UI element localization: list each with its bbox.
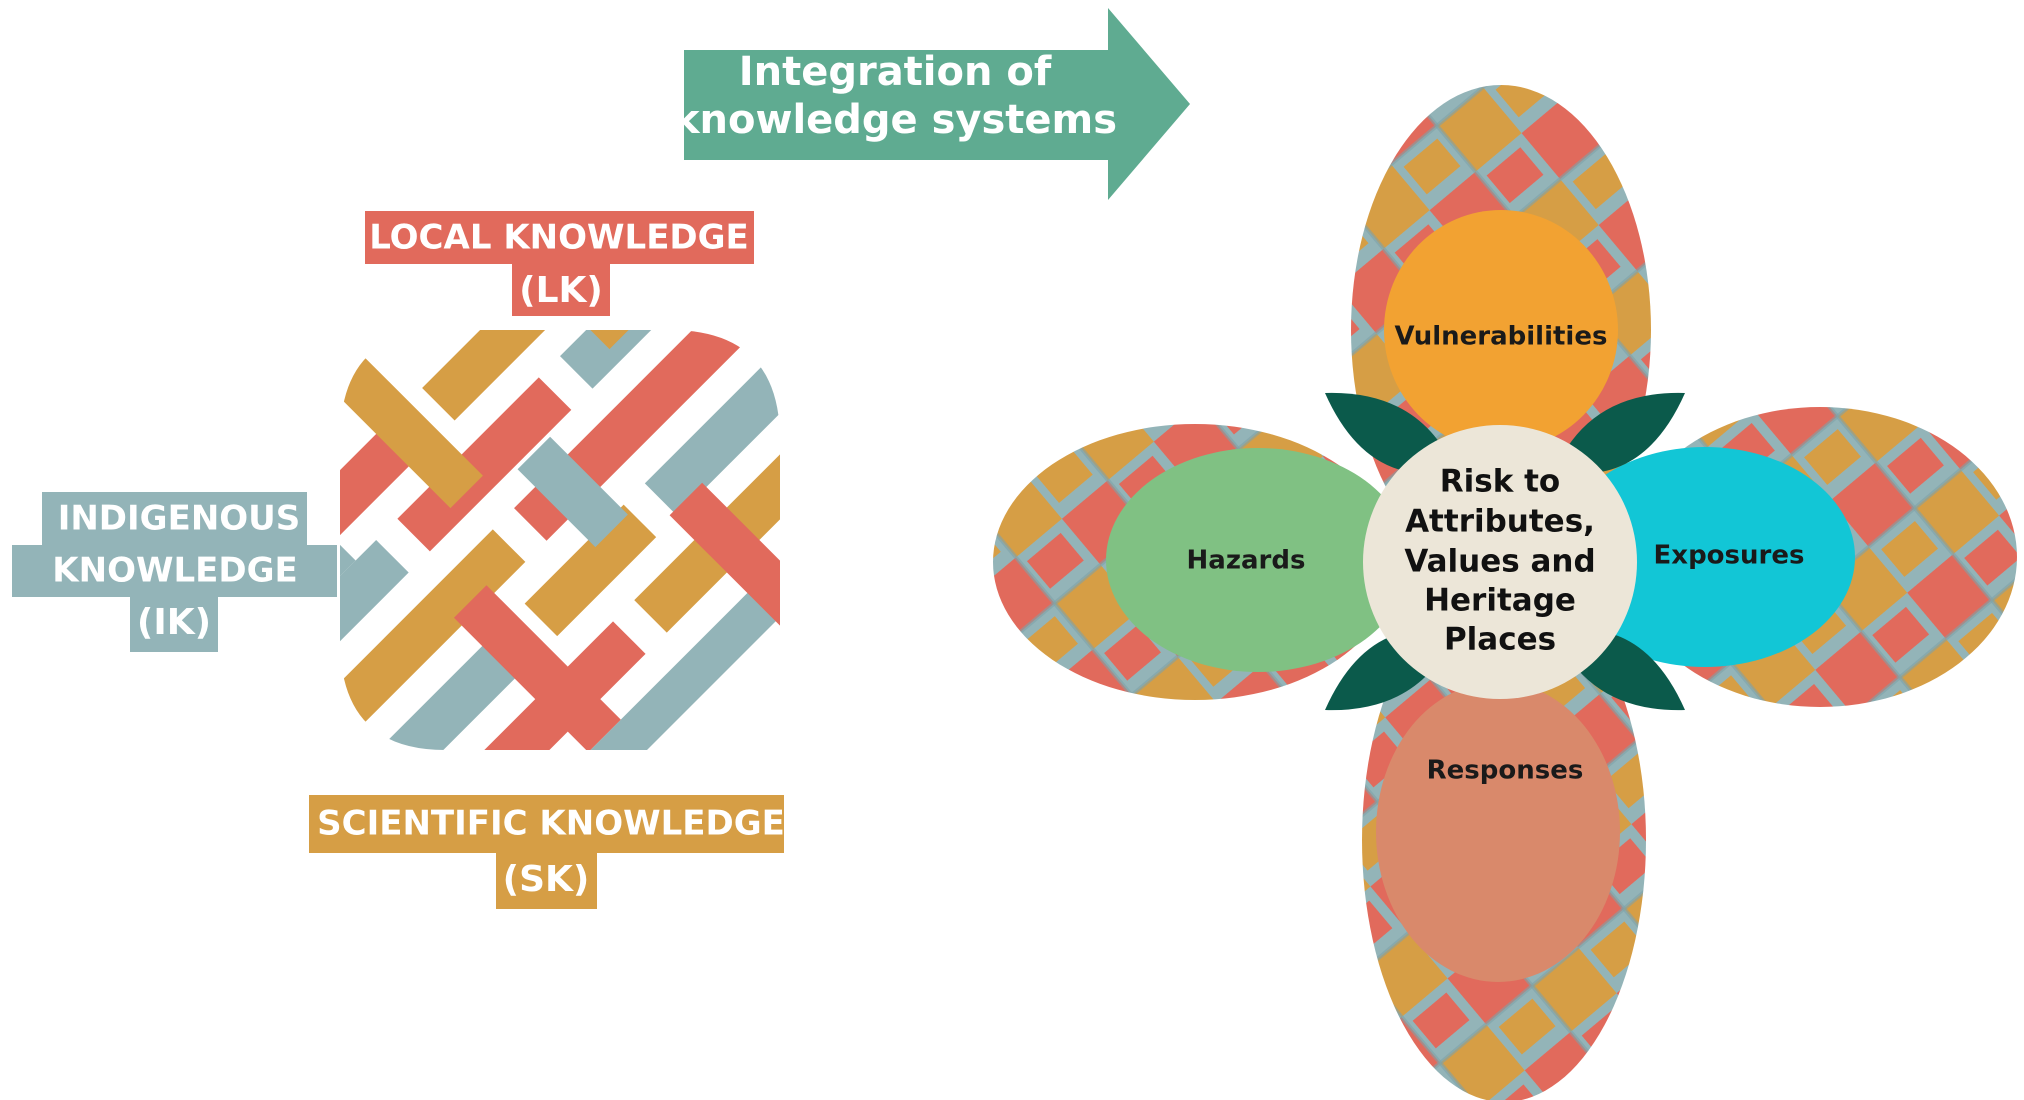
center-line2: Attributes,: [1405, 504, 1595, 540]
weave-strip: [644, 363, 780, 516]
weave-strip: [340, 355, 483, 509]
scientific-knowledge-line1: SCIENTIFIC KNOWLEDGE: [317, 804, 785, 844]
risk-flower-diagram: Vulnerabilities Hazards Exposures Respon…: [993, 85, 2017, 1100]
weave-strip: [669, 482, 780, 657]
woven-knowledge-logo: [340, 330, 780, 750]
weave-strip: [340, 540, 409, 672]
center-line5: Places: [1444, 622, 1556, 658]
center-line4: Heritage: [1424, 583, 1576, 619]
hazards-petal[interactable]: [1106, 448, 1410, 672]
indigenous-knowledge-label: INDIGENOUS KNOWLEDGE (IK): [12, 492, 337, 652]
indigenous-knowledge-line1: INDIGENOUS: [58, 499, 301, 539]
indigenous-knowledge-line2: KNOWLEDGE: [52, 551, 297, 591]
weave-strip: [340, 529, 526, 725]
indigenous-knowledge-line3: (IK): [137, 602, 211, 643]
arrow-shape: [684, 8, 1190, 200]
local-knowledge-line1: LOCAL KNOWLEDGE: [369, 218, 749, 258]
integration-arrow: Integration of knowledge systems: [673, 8, 1190, 200]
weave-strip: [397, 377, 572, 552]
weave-strip: [453, 585, 621, 750]
weave-strip: [383, 624, 536, 750]
weave-strip: [340, 409, 434, 619]
weave-strip: [436, 621, 646, 750]
scientific-knowledge-line2: (SK): [503, 859, 590, 900]
local-knowledge-line2: (LK): [519, 270, 603, 311]
center-circle: [1363, 425, 1637, 699]
vulnerabilities-label: Vulnerabilities: [1395, 322, 1608, 352]
center-line3: Values and: [1404, 544, 1595, 580]
weave-strip: [517, 436, 628, 548]
center-line1: Risk to: [1440, 464, 1560, 500]
responses-petal[interactable]: [1376, 682, 1620, 982]
arrow-line1: Integration of: [739, 49, 1052, 95]
scientific-knowledge-label: SCIENTIFIC KNOWLEDGE (SK): [309, 795, 785, 909]
local-knowledge-label: LOCAL KNOWLEDGE (LK): [365, 211, 754, 316]
exposures-petal[interactable]: [1555, 447, 1855, 667]
arrow-line2: knowledge systems: [673, 97, 1117, 143]
hazards-label: Hazards: [1187, 546, 1306, 576]
weave-strip: [560, 330, 692, 389]
vulnerabilities-petal[interactable]: [1384, 210, 1618, 450]
weave-strip: [524, 504, 657, 637]
exposures-label: Exposures: [1654, 541, 1805, 571]
weave-strip: [422, 330, 639, 421]
responses-label: Responses: [1427, 756, 1584, 786]
